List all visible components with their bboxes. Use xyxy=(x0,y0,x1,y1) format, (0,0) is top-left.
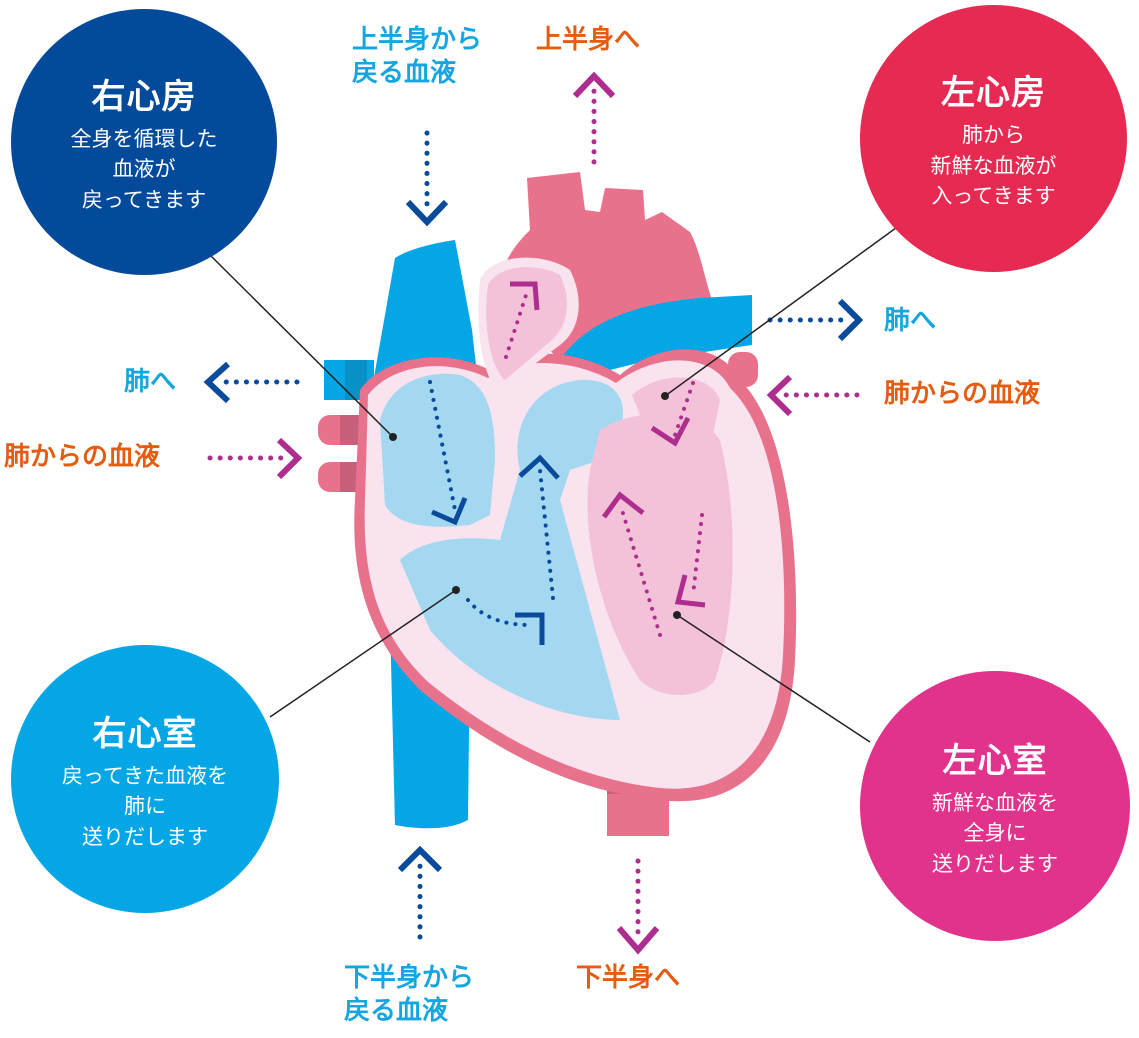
arrow-from-upper-body xyxy=(405,130,449,227)
desc-line: 全身に xyxy=(963,821,1027,846)
left-atrium-callout: 左心房 肺から 新鮮な血液が 入ってきます xyxy=(860,5,1127,272)
desc-line: 送りだします xyxy=(932,851,1058,876)
left-ventricle-description: 新鮮な血液を 全身に 送りだします xyxy=(932,788,1058,879)
flow-arrow-ra-down xyxy=(428,380,468,526)
left-ventricle-callout: 左心室 新鮮な血液を 全身に 送りだします xyxy=(860,671,1130,941)
desc-line: 全身を循環した xyxy=(70,126,218,151)
arrow-to-lungs-left xyxy=(203,361,300,404)
label-line: 下半身から xyxy=(344,963,475,993)
desc-line: 送りだします xyxy=(81,824,208,849)
label-to-lungs-left: 肺へ xyxy=(124,367,177,397)
label-to-lower-body: 下半身へ xyxy=(576,963,681,993)
pulmonary-artery xyxy=(560,295,752,370)
left-atrium-title: 左心房 xyxy=(941,73,1046,114)
desc-line: 肺から xyxy=(962,123,1025,148)
label-from-lungs-right: 肺からの血液 xyxy=(884,379,1041,409)
arrow-from-lungs-right xyxy=(766,374,860,417)
right-ventricle-title: 右心室 xyxy=(92,713,198,754)
flow-arrow-rv-up xyxy=(518,454,560,600)
pulmonary-veins-left xyxy=(318,415,363,492)
arrow-from-lungs-left xyxy=(207,437,303,480)
left-atrium-description: 肺から 新鮮な血液が 入ってきます xyxy=(931,120,1057,211)
right-ventricle-chamber xyxy=(400,379,624,720)
leader-line-right-ventricle xyxy=(269,586,460,718)
label-line: 上半身から xyxy=(352,25,483,55)
right-ventricle-description: 戻ってきた血液を 肺に 送りだします xyxy=(62,761,228,852)
flow-arrow-pa-up xyxy=(504,281,540,359)
desc-line: 入ってきます xyxy=(931,184,1056,209)
desc-line: 肺に xyxy=(123,794,166,819)
flow-arrow-lv-down xyxy=(674,513,706,608)
leader-line-left-ventricle xyxy=(673,611,871,743)
label-from-lungs-left: 肺からの血液 xyxy=(4,442,161,472)
flow-arrow-rv-curve xyxy=(466,598,545,645)
leader-line-right-atrium xyxy=(209,254,397,441)
arrow-from-lower-body xyxy=(397,845,443,940)
desc-line: 新鮮な血液を xyxy=(932,790,1058,815)
label-to-upper-body: 上半身へ xyxy=(536,25,641,55)
label-lower-body-return: 下半身から 戻る血液 xyxy=(344,962,474,1027)
desc-line: 戻ってきた血液を xyxy=(61,763,229,788)
right-atrium-title: 右心房 xyxy=(91,76,197,117)
desc-line: 新鮮な血液が xyxy=(930,153,1057,178)
arrow-to-lungs-right xyxy=(767,298,864,342)
right-atrium-description: 全身を循環した 血液が 戻ってきます xyxy=(71,124,218,215)
right-ventricle-callout: 右心室 戻ってきた血液を 肺に 送りだします xyxy=(11,645,279,913)
label-upper-body-return: 上半身から 戻る血液 xyxy=(352,24,482,89)
left-ventricle-title: 左心室 xyxy=(942,740,1048,781)
leader-line-left-atrium xyxy=(661,224,901,400)
desc-line: 血液が xyxy=(112,157,176,182)
label-line: 戻る血液 xyxy=(344,995,449,1026)
right-atrium-callout: 右心房 全身を循環した 血液が 戻ってきます xyxy=(11,9,277,275)
flow-arrow-lv-up xyxy=(601,491,662,637)
right-atrium-chamber xyxy=(380,373,495,527)
label-to-lungs-right: 肺へ xyxy=(884,306,937,336)
arrow-to-upper-body xyxy=(572,71,616,165)
arrow-to-lower-body xyxy=(616,858,660,955)
aortic-arch-inner xyxy=(478,257,579,390)
flow-arrow-la-down xyxy=(650,381,695,447)
label-line: 戻る血液 xyxy=(352,57,457,88)
left-ventricle-chamber xyxy=(587,413,733,695)
desc-line: 戻ってきます xyxy=(81,187,207,212)
